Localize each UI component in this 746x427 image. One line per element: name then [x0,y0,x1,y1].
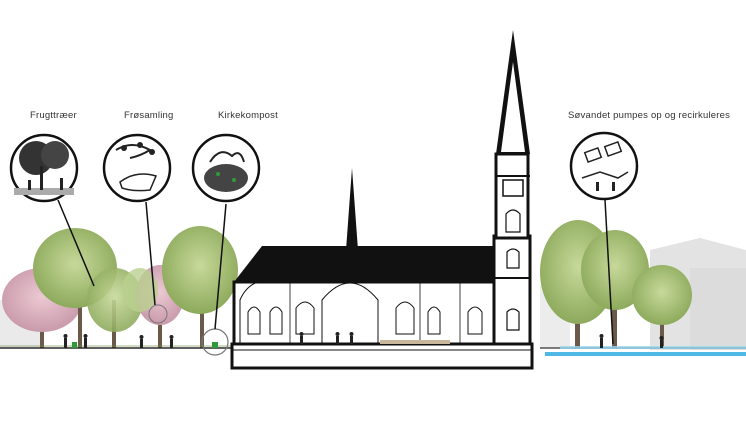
church-roof [234,246,500,282]
fruit-tree-icon [14,141,74,195]
church-section [230,30,534,370]
compost-icon [204,151,248,192]
compost-bins [72,342,218,348]
callout-church-compost [191,133,261,203]
seed-hand-icon [115,142,158,192]
people-figures [63,332,664,348]
church-tower [492,234,532,346]
callout-label-church-compost: Kirkekompost [218,110,278,121]
callout-label-fruit-trees: Frugttræer [30,110,77,121]
water-channel [545,352,746,356]
water-pump-icon [581,140,629,191]
callout-label-lake-water: Søvandet pumpes op og recirkuleres [568,110,731,121]
callout-label-seed-collection: Frøsamling [124,110,174,121]
callout-fruit-trees [9,133,79,203]
callout-leader-lines [57,199,614,345]
callout-seed-collection [102,133,172,203]
seed-highlight-ring [148,304,168,324]
callout-lake-water [569,131,639,201]
trees-left [2,226,238,348]
trees-right [540,220,692,348]
